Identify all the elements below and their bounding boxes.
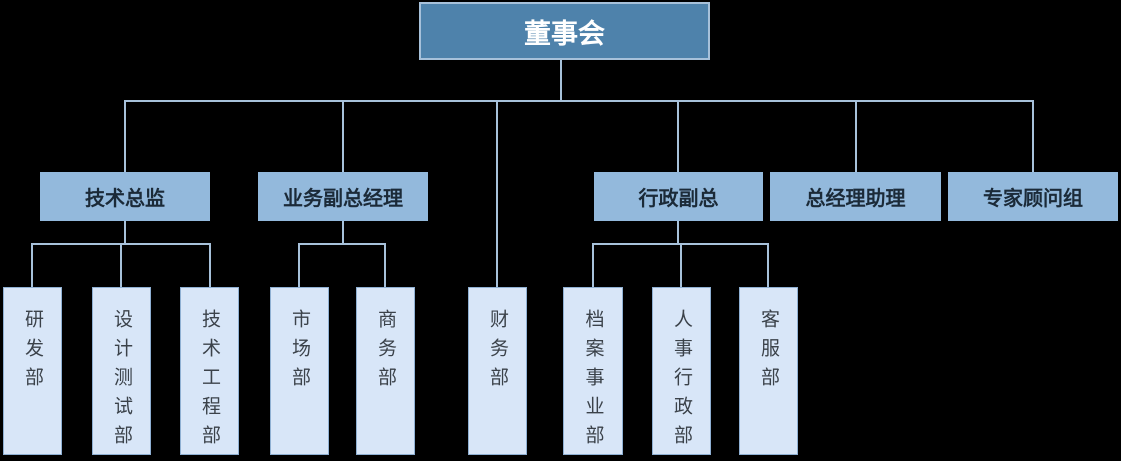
finance-dept-label: 财务部 <box>487 309 508 396</box>
node-tech-eng-dept: 技术工程部 <box>180 287 239 455</box>
node-finance-dept: 财务部 <box>468 287 527 455</box>
commerce-dept-label: 商务部 <box>375 309 396 396</box>
connector-admin-stem <box>677 221 679 243</box>
design-test-dept-label: 设计测试部 <box>111 309 132 454</box>
node-commerce-dept: 商务部 <box>356 287 415 455</box>
marketing-dept-label: 市场部 <box>289 309 310 396</box>
connector-main-rail <box>124 100 1034 102</box>
connector-root-drop <box>560 60 562 100</box>
connector-drop-design-test-dept <box>120 243 122 287</box>
connector-drop-customer-service-dept <box>767 243 769 287</box>
node-archives-dept: 档案事业部 <box>563 287 623 455</box>
connector-drop-hr-admin-dept <box>680 243 682 287</box>
node-gm-assistant: 总经理助理 <box>770 172 941 221</box>
rd-dept-label: 研发部 <box>22 309 43 396</box>
node-hr-admin-dept: 人事行政部 <box>652 287 711 455</box>
node-customer-service-dept: 客服部 <box>739 287 798 455</box>
connector-drop-business-vgm <box>342 102 344 172</box>
gm-assistant-label: 总经理助理 <box>805 188 906 210</box>
connector-business-rail <box>298 243 386 245</box>
board-label: 董事会 <box>524 18 605 49</box>
node-marketing-dept: 市场部 <box>270 287 329 455</box>
connector-drop-expert-group <box>1032 102 1034 172</box>
connector-business-stem <box>342 221 344 243</box>
node-business-vgm: 业务副总经理 <box>258 172 428 221</box>
connector-drop-admin-vgm <box>677 102 679 172</box>
connector-drop-commerce-dept <box>384 243 386 287</box>
tech-director-label: 技术总监 <box>85 188 165 210</box>
archives-dept-label: 档案事业部 <box>582 309 604 454</box>
node-board-of-directors: 董事会 <box>419 2 710 60</box>
connector-drop-tech-eng-dept <box>209 243 211 287</box>
connector-drop-gm-assistant <box>855 102 857 172</box>
node-design-test-dept: 设计测试部 <box>92 287 151 455</box>
business-vgm-label: 业务副总经理 <box>283 188 403 210</box>
node-rd-dept: 研发部 <box>3 287 62 455</box>
expert-group-label: 专家顾问组 <box>983 188 1083 210</box>
hr-admin-dept-label: 人事行政部 <box>671 309 692 454</box>
connector-drop-tech-director <box>124 102 126 172</box>
node-expert-group: 专家顾问组 <box>948 172 1118 221</box>
admin-vgm-label: 行政副总 <box>638 188 719 210</box>
connector-drop-archives-dept <box>592 243 594 287</box>
connector-drop-marketing-dept <box>298 243 300 287</box>
connector-drop-finance-dept <box>496 102 498 287</box>
connector-drop-rd-dept <box>31 243 33 287</box>
node-tech-director: 技术总监 <box>40 172 210 221</box>
tech-eng-dept-label: 技术工程部 <box>199 309 220 454</box>
connector-tech-stem <box>124 221 126 243</box>
node-admin-vgm: 行政副总 <box>594 172 763 221</box>
customer-service-dept-label: 客服部 <box>758 309 779 396</box>
